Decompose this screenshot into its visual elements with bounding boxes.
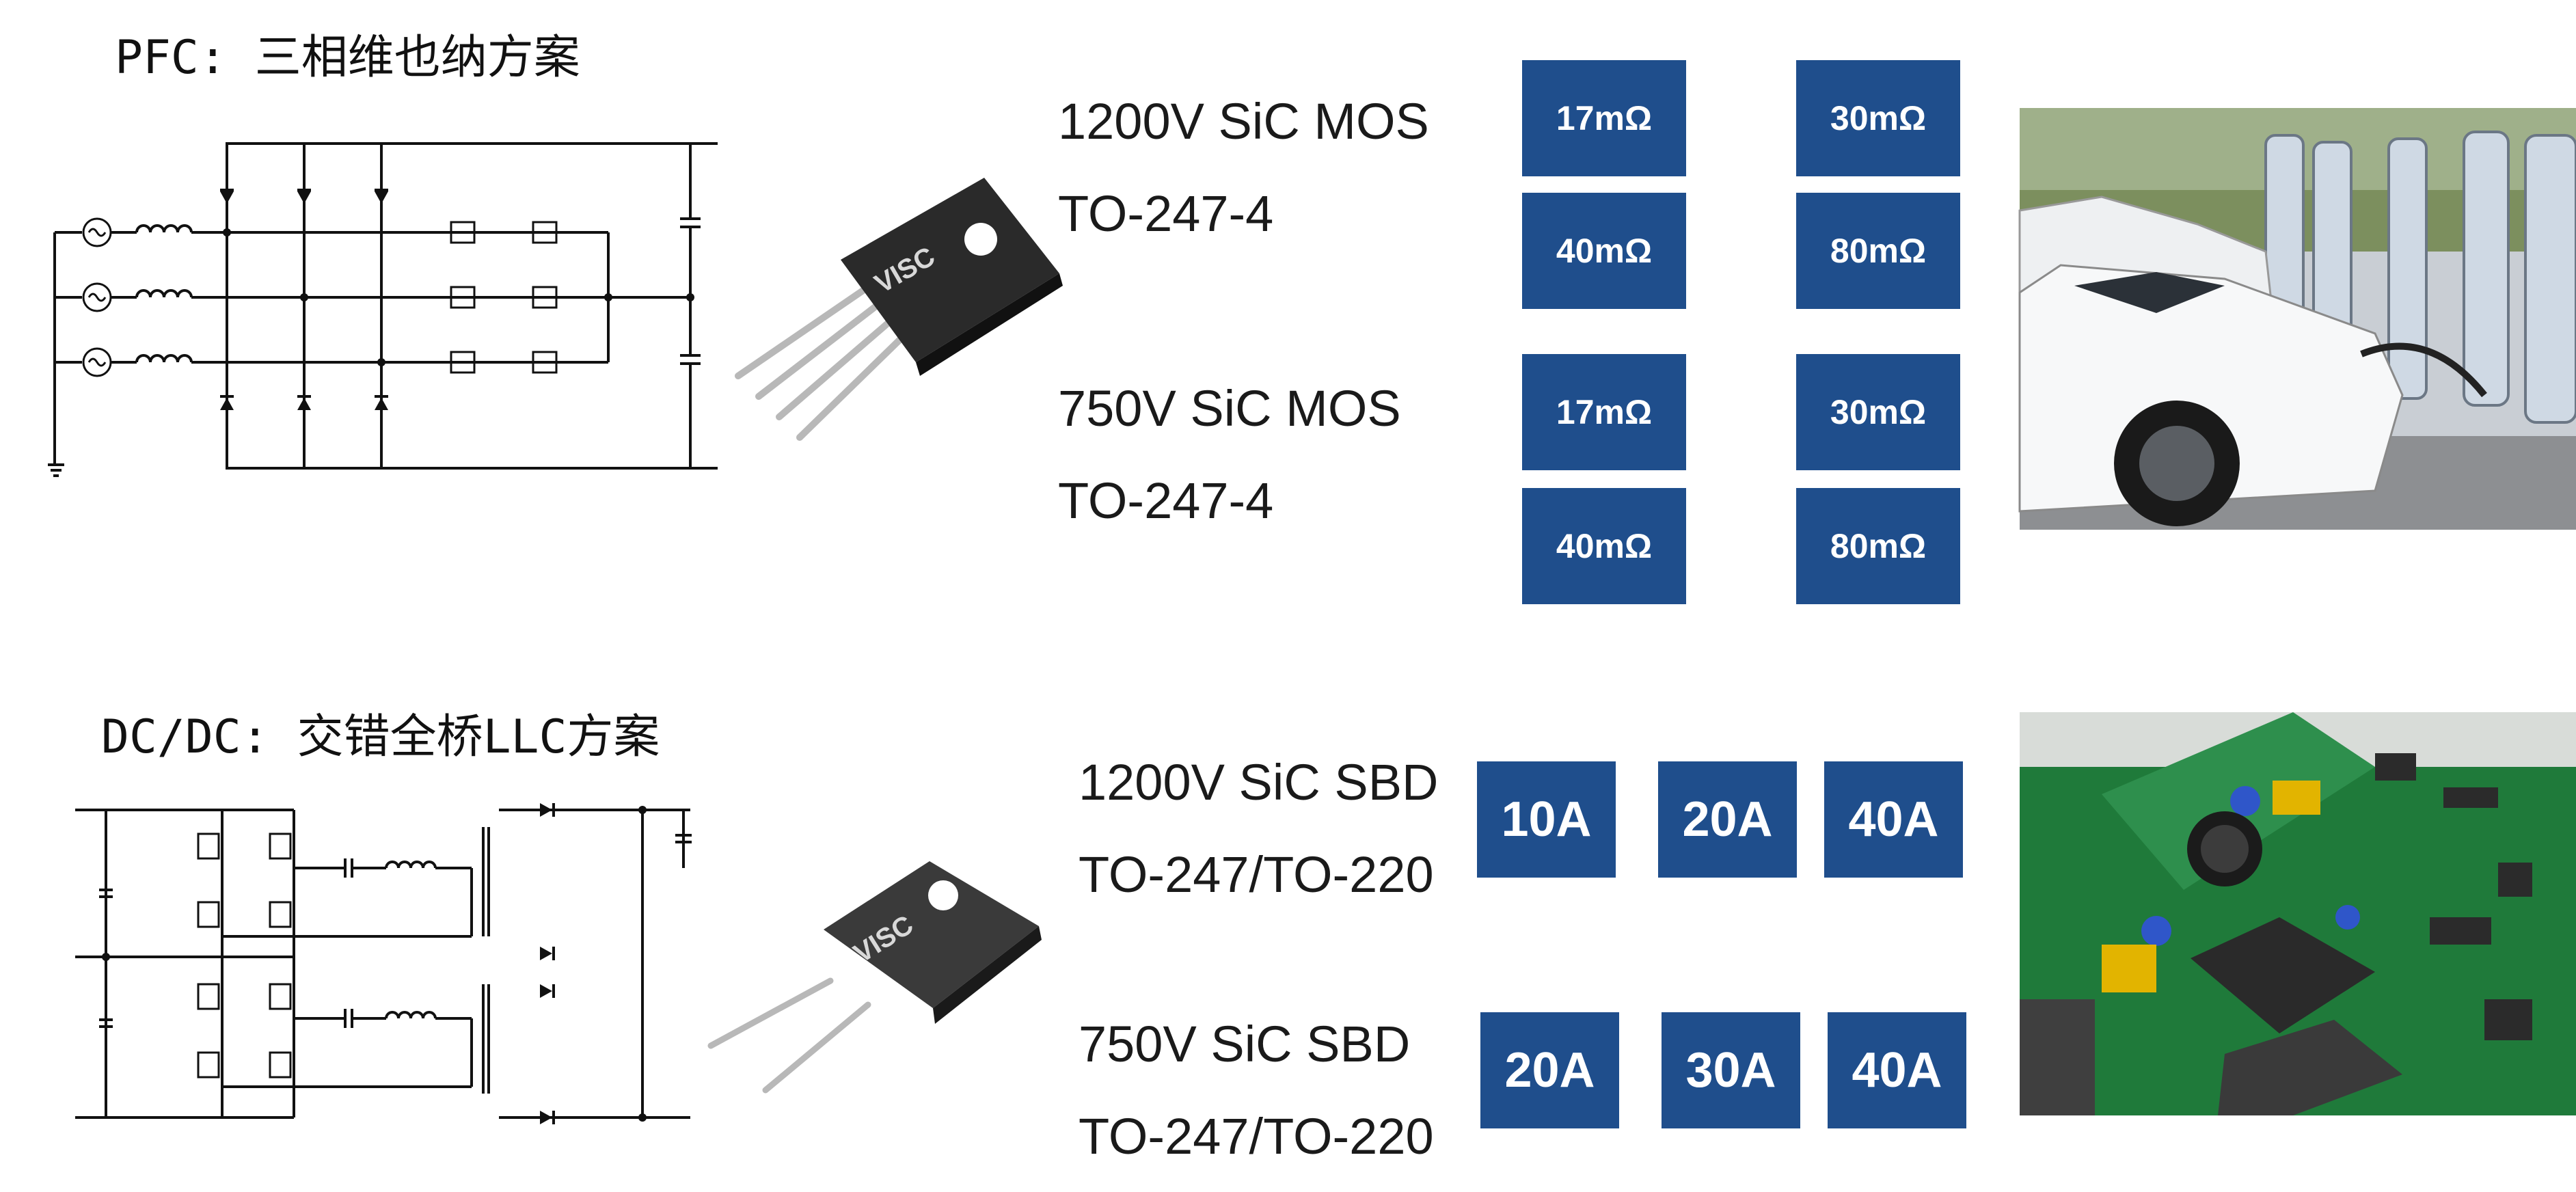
- pfc-spec-1-voltage: 1200V SiC MOS: [1058, 93, 1429, 150]
- vienna-rectifier-schematic: [48, 142, 718, 477]
- ev-charging-photo: [2018, 108, 2576, 530]
- pfc-section-title: PFC: 三相维也纳方案: [115, 31, 580, 85]
- rating-badge: 40mΩ: [1522, 488, 1686, 604]
- pcb-photo: [2020, 712, 2576, 1115]
- rating-badge: 20A: [1658, 761, 1797, 878]
- rating-badge: 40mΩ: [1522, 193, 1686, 309]
- rating-badge: 40A: [1824, 761, 1963, 878]
- pfc-spec-1-package: TO-247-4: [1058, 185, 1274, 242]
- rating-badge: 80mΩ: [1796, 193, 1960, 309]
- dcdc-spec-1-package: TO-247/TO-220: [1079, 846, 1434, 903]
- rating-badge: 10A: [1477, 761, 1616, 878]
- pfc-spec-2-voltage: 750V SiC MOS: [1058, 380, 1401, 437]
- rating-badge: 80mΩ: [1796, 488, 1960, 604]
- rating-badge: 20A: [1480, 1012, 1619, 1128]
- to247-sbd-package-image: VISC: [707, 861, 1042, 1094]
- dcdc-section-title: DC/DC: 交错全桥LLC方案: [101, 710, 660, 764]
- rating-badge: 30mΩ: [1796, 60, 1960, 176]
- rating-badge: 30mΩ: [1796, 354, 1960, 470]
- rating-badge: 30A: [1662, 1012, 1800, 1128]
- llc-full-bridge-schematic: [75, 803, 692, 1124]
- dcdc-spec-2-package: TO-247/TO-220: [1079, 1108, 1434, 1165]
- dcdc-spec-1-voltage: 1200V SiC SBD: [1079, 754, 1439, 811]
- rating-badge: 17mΩ: [1522, 60, 1686, 176]
- rating-badge: 17mΩ: [1522, 354, 1686, 470]
- pfc-spec-2-package: TO-247-4: [1058, 472, 1274, 529]
- rating-badge: 40A: [1828, 1012, 1966, 1128]
- to247-4-package-image: VISC: [735, 178, 1063, 441]
- dcdc-spec-2-voltage: 750V SiC SBD: [1079, 1016, 1411, 1072]
